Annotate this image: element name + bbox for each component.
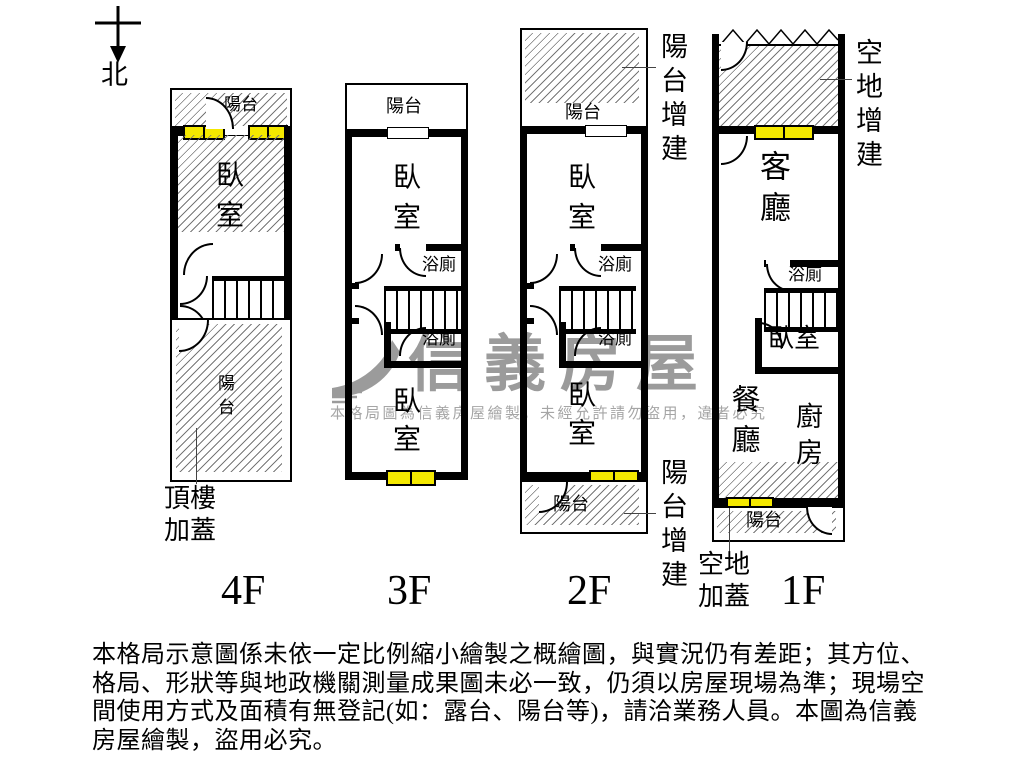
wall <box>345 318 359 324</box>
wall <box>755 367 838 374</box>
door-gap <box>400 244 426 251</box>
f1-dining-label: 餐廳 <box>727 384 759 464</box>
f2-bedroom-bottom-label: 臥室 <box>564 380 595 456</box>
leader-line <box>820 79 852 80</box>
door-arc <box>180 276 208 305</box>
disclaimer-line: 房屋繪製，盜用必究。 <box>92 727 337 754</box>
f3-balcony-top-label: 陽台 <box>386 96 422 116</box>
door-gap <box>575 244 601 251</box>
disclaimer-line: 格局、形狀等與地政機關測量成果圖未必一致，仍須以房屋現場為準；現場空 <box>92 670 925 697</box>
door-arc <box>355 305 383 335</box>
f1-living-label: 客廳 <box>755 150 790 232</box>
hatched-area <box>178 135 284 232</box>
disclaimer-line: 間使用方式及面積有無登記(如：露台、陽台等)，請洽業務人員。本圖為信義 <box>92 699 918 725</box>
hatched-area <box>719 462 838 500</box>
floor-label-4f: 4F <box>221 568 266 614</box>
f4-annotation-line2: 加蓋 <box>164 516 217 545</box>
wall <box>522 472 644 480</box>
wall <box>641 126 648 480</box>
door-arc <box>721 136 748 165</box>
f3-bedroom-bottom-label: 臥室 <box>389 386 420 462</box>
wall <box>764 260 838 267</box>
staircase <box>764 288 838 332</box>
f1-annotation-bottom-line2: 加蓋 <box>698 582 751 611</box>
wall <box>712 34 719 508</box>
fence-zigzag-icon <box>720 28 839 46</box>
floor-label-2f: 2F <box>567 568 612 614</box>
hatched-area <box>525 33 639 103</box>
f1-annotation-top: 空地增建 <box>852 38 882 174</box>
watermark-notice: 本格局圖為信義房屋繪製，未經允許請勿盜用，違者必究 <box>330 405 768 422</box>
f2-annotation-bottom: 陽台增建 <box>657 458 687 594</box>
leader-line <box>729 508 730 552</box>
f4-balcony-top-label: 陽台 <box>224 95 258 114</box>
door-arc <box>530 305 558 335</box>
f1-bath-label: 浴廁 <box>788 265 822 284</box>
f3-balcony-box <box>345 83 468 135</box>
wall <box>520 126 527 480</box>
hatched-area <box>176 324 282 472</box>
disclaimer-line: 本格局示意圖係未依一定比例縮小繪製之概繪圖，與實況仍有差距；其方位、 <box>92 642 925 668</box>
door-arc <box>183 243 213 275</box>
wall <box>384 322 391 368</box>
window-gap <box>387 127 429 139</box>
window <box>386 470 436 486</box>
leader-line <box>622 67 656 68</box>
disclaimer-text: 本格局示意圖係未依一定比例縮小繪製之概繪圖，與實況仍有差距；其方位、 格局、形狀… <box>92 641 958 755</box>
f2-bath-lower-label: 浴廁 <box>598 329 632 348</box>
floor-label-3f: 3F <box>387 568 432 614</box>
f3-bedroom-top-label: 臥室 <box>389 162 420 242</box>
f4-roof-balcony-label: 陽台 <box>215 374 234 422</box>
wall <box>170 126 178 331</box>
wall <box>395 244 461 251</box>
f2-balcony-top-label: 陽台 <box>565 102 601 122</box>
wall <box>559 361 648 368</box>
f2-balcony-bottom-label: 陽台 <box>553 494 589 514</box>
north-label: 北 <box>101 60 128 90</box>
door-gap <box>224 126 248 135</box>
wall <box>384 361 468 368</box>
f2-annotation-top: 陽台增建 <box>657 32 687 168</box>
door-gap <box>766 260 790 267</box>
north-arrow-icon <box>92 2 144 64</box>
wall <box>284 126 292 331</box>
wall <box>461 129 468 480</box>
f2-bedroom-top-label: 臥室 <box>564 162 595 242</box>
f1-balcony-label: 陽台 <box>746 510 782 530</box>
f1-annotation-bottom-line1: 空地 <box>698 550 751 579</box>
leader-line <box>624 513 656 514</box>
f2-bath-upper-label: 浴廁 <box>598 255 632 274</box>
window <box>754 125 814 140</box>
door-arc <box>530 254 558 284</box>
leader-line <box>196 428 197 484</box>
wall <box>719 498 838 506</box>
f4-bedroom-label: 臥室 <box>212 160 243 240</box>
wall <box>719 44 838 46</box>
hatched-area <box>717 511 836 533</box>
door-arc <box>355 254 383 284</box>
wall <box>522 126 644 134</box>
f4-annotation-line1: 頂樓 <box>164 484 217 513</box>
wall <box>345 283 359 289</box>
wall <box>345 129 352 480</box>
wall <box>520 318 534 324</box>
floor-label-1f: 1F <box>781 568 826 614</box>
wall <box>520 283 534 289</box>
window-gap <box>585 125 627 137</box>
wall <box>838 34 845 508</box>
wall <box>570 244 641 251</box>
wall <box>559 322 566 368</box>
door-arc <box>574 248 601 277</box>
f3-bath-lower-label: 浴廁 <box>422 329 456 348</box>
f3-bath-upper-label: 浴廁 <box>422 255 456 274</box>
f1-bedroom-label: 臥室 <box>768 324 821 353</box>
